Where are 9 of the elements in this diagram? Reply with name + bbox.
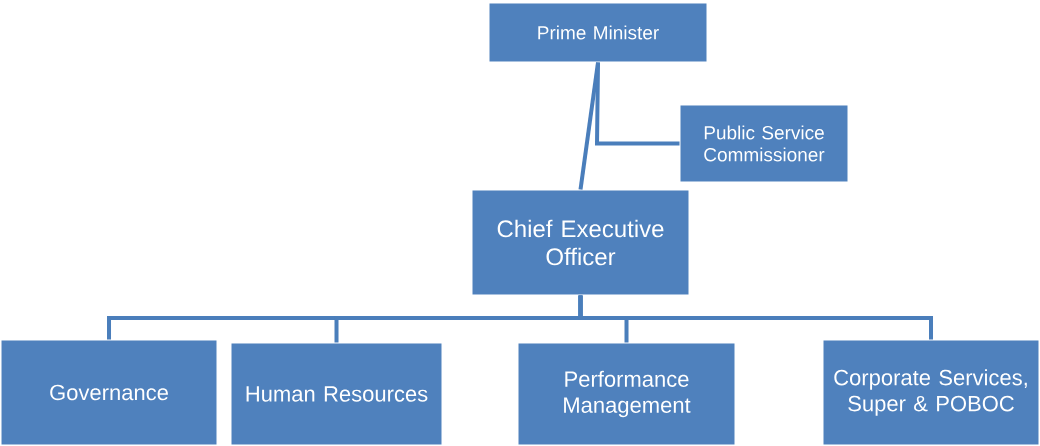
- org-box: Prime Minister: [488, 2, 708, 63]
- org-box: Corporate Services, Super & POBOC: [822, 339, 1040, 446]
- org-box: Governance: [0, 339, 218, 446]
- connector-line: [595, 62, 680, 146]
- org-box: Performance Management: [517, 342, 736, 446]
- org-box: Public Service Commissioner: [679, 104, 849, 183]
- org-box: Chief Executive Officer: [471, 189, 690, 296]
- org-box: Human Resources: [230, 342, 443, 446]
- connector-line: [578, 295, 933, 340]
